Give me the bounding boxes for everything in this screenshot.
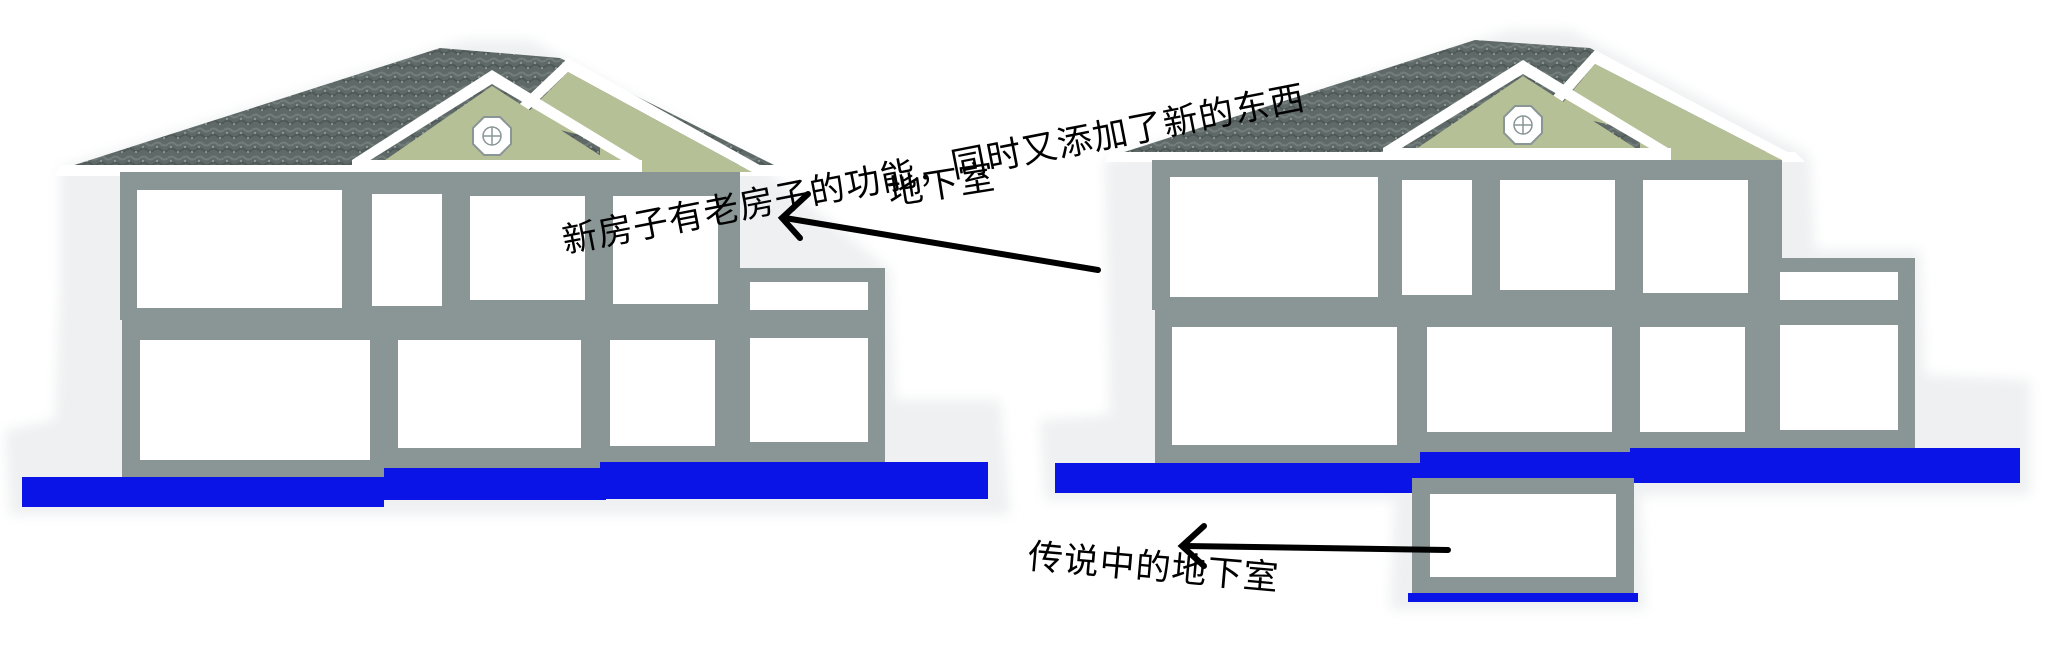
old-house-ground-left: [22, 477, 384, 507]
new-house-room: [1427, 327, 1612, 432]
old-house: [5, 40, 1010, 515]
new-house-room: [1402, 180, 1472, 295]
old-house-room: [610, 340, 715, 446]
new-house-room: [1640, 327, 1745, 432]
new-house-room: [1172, 327, 1397, 445]
old-house-right-gable-trim: [505, 58, 765, 172]
new-house-room: [1170, 177, 1378, 297]
new-house: [1040, 30, 2030, 610]
new-house-ground-mid: [1420, 452, 1632, 482]
old-house-room: [372, 194, 442, 306]
new-house-right-gable-trim: [1540, 50, 1795, 160]
old-house-octagon-vent: [472, 116, 512, 156]
new-house-gable-base-trim: [1383, 148, 1671, 160]
old-house-right-gable: [520, 72, 752, 172]
old-house-room: [750, 338, 868, 442]
old-house-room: [613, 196, 718, 304]
old-house-room: [470, 196, 585, 300]
new-house-ground-left: [1055, 463, 1427, 493]
old-house-room: [140, 340, 370, 460]
arrow-to-old-house: [777, 191, 1101, 273]
old-house-room: [137, 190, 342, 308]
old-house-room: [750, 282, 868, 310]
new-house-basement-ground: [1408, 593, 1638, 602]
old-house-room: [398, 340, 581, 448]
old-house-ground-right: [600, 462, 988, 499]
new-house-room: [1780, 272, 1898, 300]
new-house-room: [1780, 325, 1898, 430]
new-house-right-gable: [1555, 64, 1782, 160]
new-house-basement-room: [1430, 494, 1616, 577]
old-house-gable-base-trim: [352, 160, 642, 172]
new-house-ground-right: [1630, 448, 2020, 483]
new-house-octagon-vent: [1503, 105, 1543, 145]
new-house-room: [1500, 180, 1615, 290]
new-house-room: [1643, 180, 1748, 293]
old-house-ground-mid: [384, 468, 606, 500]
arrow-to-basement-label: [1177, 523, 1451, 569]
